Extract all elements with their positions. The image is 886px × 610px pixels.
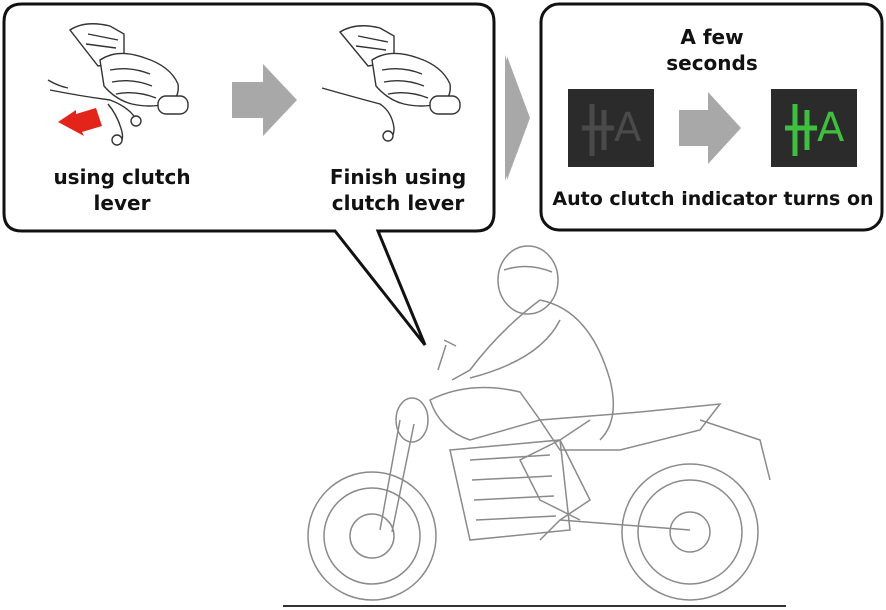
delay-label: A few seconds — [640, 24, 784, 76]
indicator-off-glyph: A — [614, 105, 642, 151]
step2-label: Finish using clutch lever — [318, 164, 478, 216]
delay-label-line1: A few — [680, 25, 744, 49]
delay-label-line2: seconds — [666, 51, 758, 75]
result-label: Auto clutch indicator turns on — [552, 188, 874, 210]
clutch-indicator-off-icon — [582, 104, 614, 156]
gray-arrow-icon — [232, 64, 297, 136]
indicator-on-glyph: A — [817, 105, 845, 151]
hand-pulling-lever-illustration — [47, 23, 189, 146]
motorcycle-rider-illustration — [283, 245, 786, 607]
red-arrow-icon — [58, 108, 102, 136]
hand-released-lever-illustration — [321, 25, 461, 142]
step2-label-line1: Finish using — [329, 165, 467, 189]
step2-label-line2: clutch lever — [331, 191, 465, 215]
clutch-indicator-on-icon — [785, 104, 817, 156]
step1-label: using clutch lever — [53, 165, 191, 215]
gray-arrow-icon — [679, 92, 741, 164]
